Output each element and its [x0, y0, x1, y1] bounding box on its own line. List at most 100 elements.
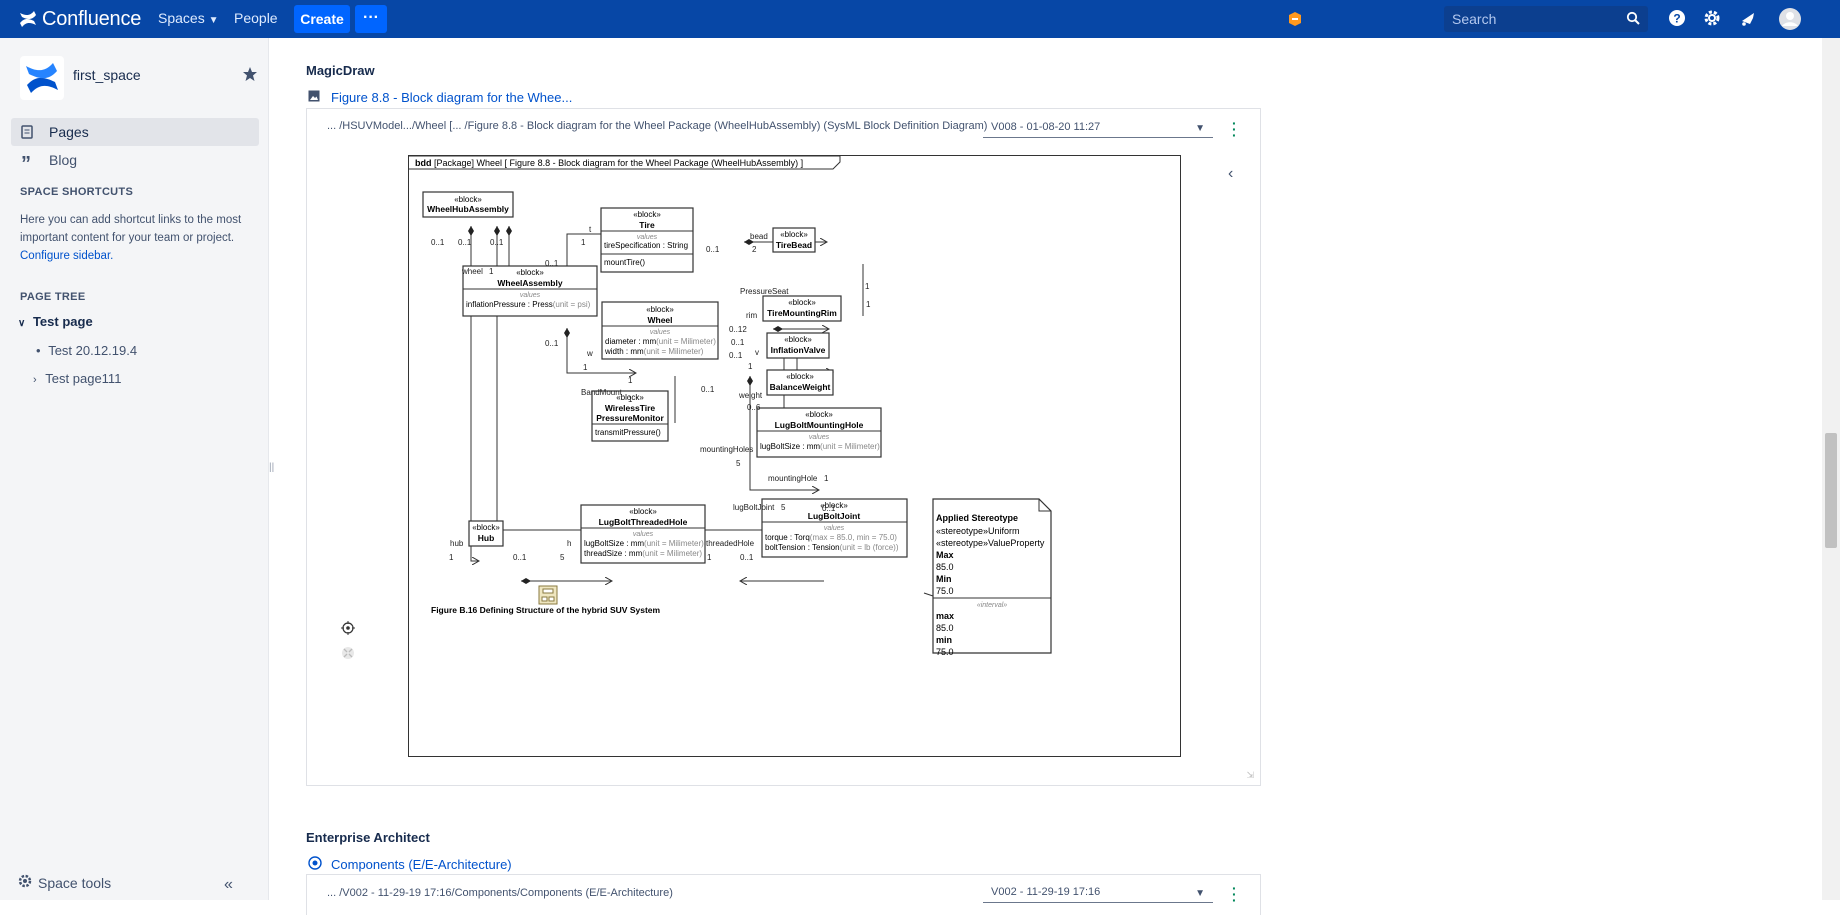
- more-actions-button[interactable]: ···: [355, 5, 387, 33]
- people-link[interactable]: People: [234, 10, 278, 26]
- block-lugboltmountinghole[interactable]: «block» LugBoltMountingHole values lugBo…: [756, 407, 882, 458]
- svg-text:LugBoltThreadedHole: LugBoltThreadedHole: [599, 517, 688, 527]
- star-icon[interactable]: [242, 66, 258, 87]
- block-wheelhubassembly[interactable]: «block» WheelHubAssembly: [422, 191, 514, 218]
- svg-text:TireBead: TireBead: [776, 240, 812, 250]
- tree-item-label: Test page: [32, 314, 93, 329]
- svg-text:0..1: 0..1: [490, 238, 504, 247]
- block-wirelesstirepressuremonitor[interactable]: «block» WirelessTire PressureMonitor tra…: [591, 390, 669, 442]
- diagram-path: ... /HSUVModel.../Wheel [... /Figure 8.8…: [327, 120, 988, 132]
- space-name[interactable]: first_space: [73, 67, 141, 83]
- notification-bell-icon[interactable]: [1739, 9, 1757, 32]
- svg-text:transmitPressure(): transmitPressure(): [595, 428, 661, 437]
- svg-text:threadedHole: threadedHole: [706, 539, 755, 548]
- components-link[interactable]: Components (E/E-Architecture): [331, 857, 512, 872]
- svg-text:boltTension : Tension(unit = l: boltTension : Tension(unit = lb (force)): [765, 543, 899, 552]
- svg-text:Tire: Tire: [639, 220, 655, 230]
- confluence-logo-icon: [20, 11, 36, 27]
- block-inflationvalve[interactable]: «block» InflationValve: [766, 332, 830, 359]
- enterprise-architect-macro: ... /V002 - 11-29-19 17:16/Components/Co…: [306, 874, 1261, 915]
- collapse-sidebar-icon[interactable]: «: [224, 876, 233, 893]
- svg-text:1: 1: [628, 376, 633, 385]
- block-lugboltthreadedhole[interactable]: «block» LugBoltThreadedHole values lugBo…: [580, 504, 706, 564]
- svg-text:«stereotype»ValueProperty: «stereotype»ValueProperty: [936, 538, 1045, 548]
- configure-sidebar-link[interactable]: Configure sidebar.: [20, 250, 114, 262]
- block-tirebead[interactable]: «block» TireBead: [772, 227, 816, 253]
- svg-text:PressureMonitor: PressureMonitor: [596, 413, 664, 423]
- svg-text:1: 1: [866, 300, 871, 309]
- svg-text:0..1: 0..1: [431, 238, 445, 247]
- chevron-left-icon[interactable]: ‹: [1228, 165, 1234, 182]
- fullscreen-icon[interactable]: [341, 646, 355, 665]
- sidebar: first_space Pages ” Blog SPACE SHORTCUTS…: [0, 38, 269, 900]
- chevron-right-icon: ›: [33, 374, 37, 386]
- resize-corner-icon[interactable]: ⇲: [1246, 770, 1254, 780]
- svg-text:BalanceWeight: BalanceWeight: [770, 382, 831, 392]
- svg-text:t: t: [589, 225, 592, 234]
- search-input[interactable]: Search: [1444, 6, 1648, 32]
- create-button[interactable]: Create: [294, 5, 350, 33]
- applied-stereotype-note[interactable]: Applied Stereotype «stereotype»Uniform «…: [932, 498, 1052, 657]
- confluence-logo-text: Confluence: [42, 7, 142, 30]
- spaces-menu[interactable]: Spaces ▼: [158, 10, 219, 26]
- svg-text:75.0: 75.0: [936, 647, 954, 657]
- version-select[interactable]: V002 - 11-29-19 17:16 ▼: [983, 883, 1213, 903]
- svg-text:1: 1: [748, 362, 753, 371]
- component-icon: [308, 856, 322, 875]
- svg-text:75.0: 75.0: [936, 586, 954, 596]
- svg-text:1: 1: [581, 238, 586, 247]
- space-tools-label: Space tools: [38, 874, 112, 891]
- version-value: V008 - 01-08-20 11:27: [991, 121, 1101, 133]
- tree-item-test-20-12-19-4[interactable]: • Test 20.12.19.4: [36, 343, 137, 358]
- svg-text:0..1: 0..1: [458, 238, 472, 247]
- block-balanceweight[interactable]: «block» BalanceWeight: [766, 369, 834, 396]
- sidebar-item-pages[interactable]: Pages: [11, 118, 259, 146]
- block-wheelassembly[interactable]: «block» WheelAssembly values inflationPr…: [462, 265, 598, 317]
- notification-app-icon[interactable]: [1287, 11, 1303, 32]
- diagram-package-icon: [538, 585, 558, 605]
- svg-text:rim: rim: [746, 311, 757, 320]
- confluence-logo[interactable]: Confluence: [18, 6, 141, 32]
- space-logo-icon: [26, 63, 58, 93]
- svg-text:mountingHole: mountingHole: [768, 474, 818, 483]
- kebab-menu-icon[interactable]: ···: [1232, 115, 1237, 143]
- scrollbar-thumb[interactable]: [1825, 433, 1837, 548]
- block-wheel[interactable]: «block» Wheel values diameter : mm(unit …: [601, 301, 719, 360]
- svg-text:«block»: «block»: [633, 210, 661, 219]
- svg-text:«stereotype»Uniform: «stereotype»Uniform: [936, 526, 1020, 536]
- block-hub[interactable]: «block» Hub: [468, 520, 504, 547]
- spaces-label: Spaces: [158, 10, 205, 26]
- svg-text:0..1: 0..1: [731, 338, 745, 347]
- space-tools-button[interactable]: Space tools: [18, 874, 111, 891]
- shortcuts-description: Here you can add shortcut links to the m…: [20, 214, 242, 244]
- user-avatar-icon[interactable]: [1778, 7, 1802, 36]
- svg-text:Max: Max: [936, 550, 954, 560]
- block-lugboltjoint[interactable]: «block» LugBoltJoint values torque : Tor…: [761, 498, 908, 558]
- figure-link[interactable]: Figure 8.8 - Block diagram for the Whee.…: [331, 90, 573, 105]
- kebab-menu-icon[interactable]: ···: [1232, 880, 1237, 908]
- block-tiremountingrim[interactable]: «block» TireMountingRim: [762, 295, 842, 322]
- svg-text:«interval»: «interval»: [977, 602, 1007, 609]
- svg-text:diameter : mm(unit = Milimeter: diameter : mm(unit = Milimeter): [605, 337, 716, 346]
- svg-text:85.0: 85.0: [936, 562, 954, 572]
- page-scrollbar[interactable]: [1822, 38, 1840, 900]
- tree-item-label: Test 20.12.19.4: [48, 343, 138, 358]
- sidebar-item-blog[interactable]: ” Blog: [11, 146, 259, 175]
- svg-text:BandMount: BandMount: [581, 388, 623, 397]
- bdd-diagram[interactable]: bdd [Package] Wheel [ Figure 8.8 - Block…: [408, 155, 1181, 757]
- svg-text:w: w: [586, 349, 593, 358]
- fit-to-screen-icon[interactable]: [341, 621, 355, 640]
- svg-text:0..6: 0..6: [747, 403, 761, 412]
- bullet-icon: •: [36, 343, 41, 358]
- block-tire[interactable]: «block» Tire values tireSpecification : …: [600, 207, 694, 273]
- tree-item-test-page[interactable]: ∨ Test page: [18, 314, 93, 329]
- tree-item-test-page111[interactable]: › Test page111: [33, 371, 121, 386]
- svg-text:0..1: 0..1: [822, 504, 836, 513]
- svg-text:Min: Min: [936, 574, 952, 584]
- space-avatar[interactable]: [20, 56, 64, 100]
- svg-text:5: 5: [781, 503, 786, 512]
- help-icon[interactable]: ?: [1668, 9, 1686, 32]
- gear-icon[interactable]: [1703, 9, 1721, 32]
- version-select[interactable]: V008 - 01-08-20 11:27 ▼: [983, 118, 1213, 138]
- sidebar-resize-handle[interactable]: ||: [269, 462, 275, 473]
